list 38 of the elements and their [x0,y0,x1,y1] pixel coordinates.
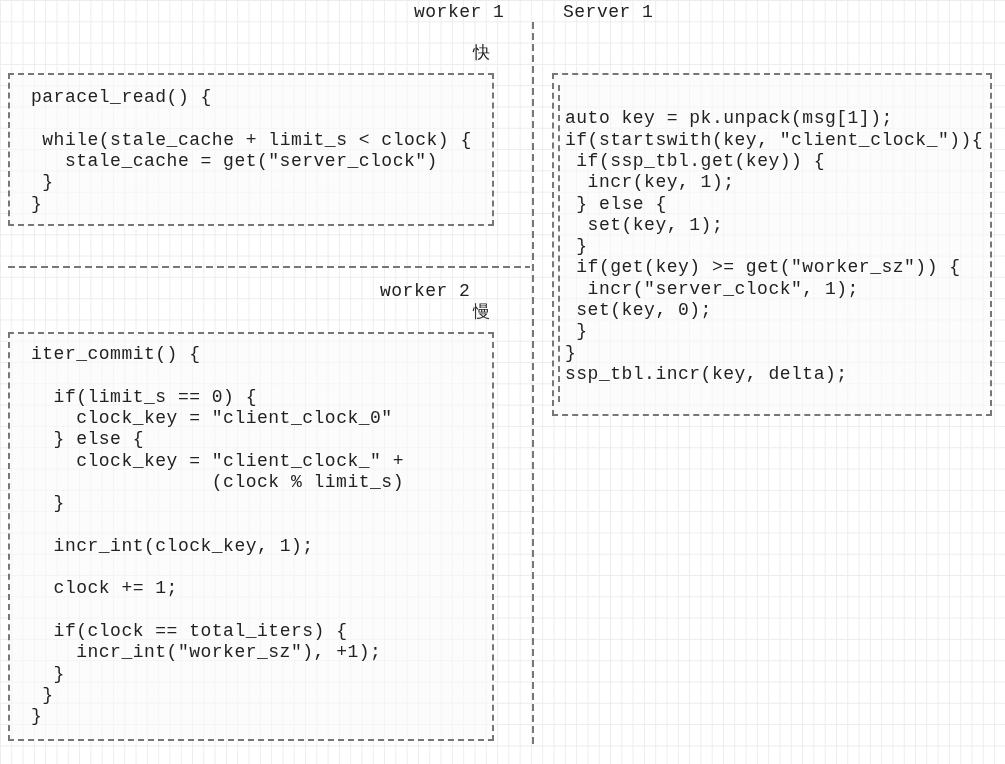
code-line: clock_key = "client_clock_" + [76,450,404,471]
code-line: ssp_tbl.incr(key, delta); [565,363,848,384]
code-line: } else { [576,193,667,214]
code-box [8,73,494,226]
code-line: incr_int("worker_sz"), +1); [76,642,382,663]
code-line: incr("server_clock", 1); [587,278,859,299]
code-line: } [53,663,65,684]
code-line: iter_commit() { [31,344,201,364]
code-line: clock += 1; [53,578,178,599]
code-line: } [576,321,588,342]
code-line: } else { [53,429,144,450]
code-line: if(startswith(key, "client_clock_")){ [565,129,984,150]
code-line: } [31,193,43,214]
code-line: if(clock == total_iters) { [53,620,348,641]
code-line: incr(key, 1); [587,172,735,193]
code-line: stale_cache = get("server_clock") [64,150,438,171]
section-heading: worker 1 [414,2,505,22]
code-box [552,73,992,416]
code-line: } [53,493,65,514]
code-line: if(limit_s == 0) { [53,386,258,407]
code-line: } [42,172,54,193]
code-line: incr_int(clock_key, 1); [53,535,314,556]
code-line: } [576,236,588,257]
code-line: auto key = pk.unpack(msg[1]); [565,108,893,129]
code-line: (clock % limit_s) [211,471,404,492]
code-line: clock_key = "client_clock_0" [76,407,393,428]
code-line: while(stale_cache + limit_s < clock) { [42,129,472,150]
section-heading: Server 1 [563,2,654,22]
code-line: } [565,342,577,363]
code-line: set(key, 0); [576,300,712,320]
section-heading: worker 2 [380,281,471,301]
code-line: paracel_read() { [31,87,212,107]
code-line: } [31,706,43,727]
code-line: if(ssp_tbl.get(key)) { [576,150,825,171]
code-box [8,332,494,741]
code-line: } [42,684,54,705]
code-line: set(key, 1); [587,214,724,235]
code-line: if(get(key) >= get("worker_sz")) { [576,257,961,278]
